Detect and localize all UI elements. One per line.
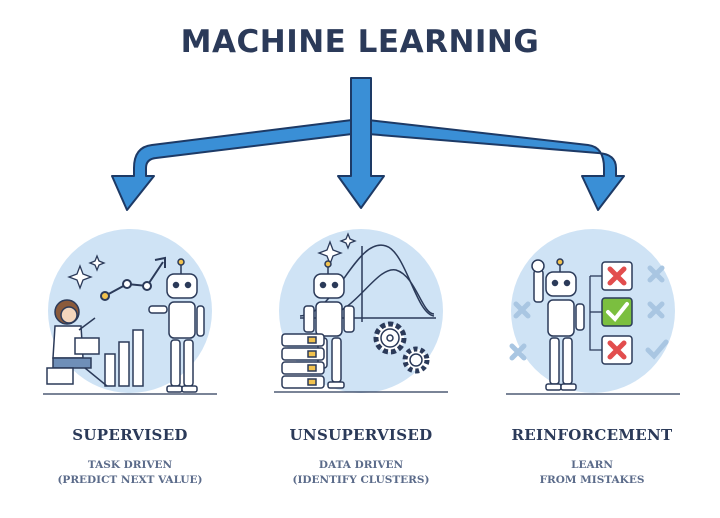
- label-unsupervised: UNSUPERVISED: [289, 426, 433, 444]
- bar-chart-icon: [104, 329, 144, 387]
- desc-unsupervised-line2: (IDENTIFY CLUSTERS): [292, 474, 430, 486]
- panel-supervised: [35, 226, 225, 406]
- desc-supervised-line1: TASK DRIVEN: [87, 459, 173, 471]
- desc-supervised: TASK DRIVEN (PREDICT NEXT VALUE): [10, 458, 250, 488]
- panel-reinforcement: [498, 226, 688, 406]
- cross-box-icon: [601, 335, 633, 365]
- cross-box-icon: [601, 261, 633, 291]
- arrow-reinforcement: [367, 103, 625, 211]
- sparkle-icon: [67, 254, 106, 290]
- branch-arrows: [111, 77, 625, 211]
- robot-icon: [531, 258, 585, 391]
- diagram-title: MACHINE LEARNING: [180, 24, 540, 60]
- desc-unsupervised: DATA DRIVEN (IDENTIFY CLUSTERS): [241, 458, 481, 488]
- server-stack-icon: [281, 333, 325, 389]
- robot-icon: [148, 258, 205, 393]
- arrow-unsupervised: [337, 77, 385, 209]
- desc-reinforcement: LEARN FROM MISTAKES: [472, 458, 712, 488]
- desc-reinforcement-line2: FROM MISTAKES: [539, 474, 645, 486]
- desc-reinforcement-line1: LEARN: [571, 459, 613, 471]
- desc-supervised-line2: (PREDICT NEXT VALUE): [57, 474, 203, 486]
- arrow-supervised: [111, 103, 353, 211]
- panel-unsupervised: [266, 226, 456, 406]
- desc-unsupervised-line1: DATA DRIVEN: [318, 459, 404, 471]
- label-reinforcement: REINFORCEMENT: [511, 426, 673, 444]
- rising-arrow-icon: [100, 256, 166, 301]
- label-supervised: SUPERVISED: [72, 426, 188, 444]
- person-icon: [46, 299, 108, 387]
- panel-circle: [511, 229, 675, 393]
- gear-icon: [373, 321, 430, 374]
- check-box-icon: [601, 297, 633, 327]
